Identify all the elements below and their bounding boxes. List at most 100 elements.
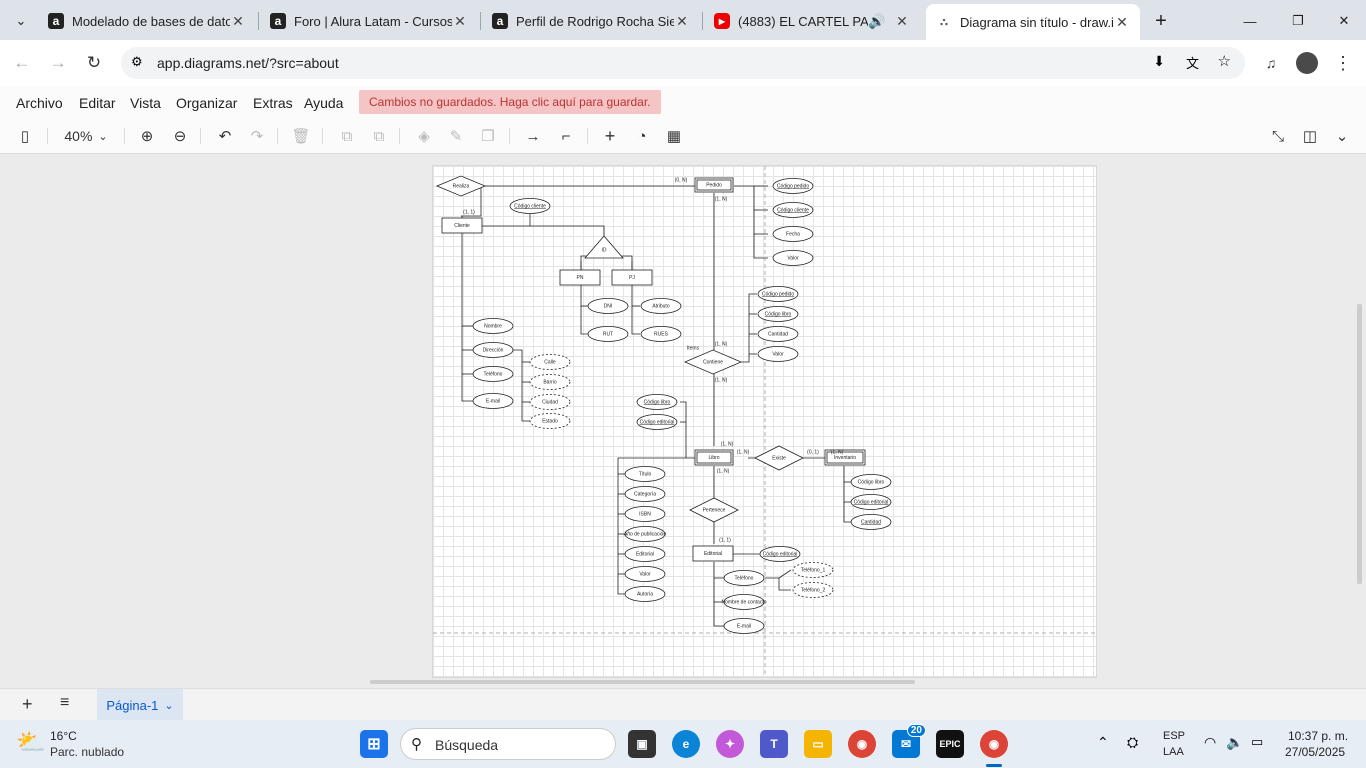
- attribute-ellipse[interactable]: [792, 582, 834, 598]
- attribute-ellipse[interactable]: [624, 466, 666, 482]
- language-indicator[interactable]: ESP: [1163, 730, 1186, 742]
- entity-box[interactable]: [824, 449, 866, 466]
- close-icon[interactable]: ✕: [454, 12, 466, 29]
- attribute-label[interactable]: Código pedido: [777, 183, 809, 189]
- restore-button[interactable]: ❐: [1292, 13, 1304, 28]
- cardinality-label[interactable]: (1, N): [831, 449, 844, 455]
- cardinality-label[interactable]: (1, N): [715, 377, 728, 383]
- menu-vista[interactable]: Vista: [130, 95, 161, 111]
- waypoints-icon[interactable]: ⌐: [561, 127, 571, 145]
- attribute-label[interactable]: Cantidad: [861, 519, 881, 525]
- attribute-label[interactable]: ISBN: [639, 511, 651, 517]
- shapes-icon[interactable]: ◔: [637, 127, 647, 145]
- attribute-ellipse[interactable]: [757, 326, 799, 342]
- media-control-icon[interactable]: ♫: [1265, 55, 1277, 71]
- attribute-label[interactable]: Cantidad: [768, 331, 788, 337]
- attribute-ellipse[interactable]: [624, 586, 666, 602]
- isa-triangle[interactable]: [584, 235, 624, 259]
- attribute-ellipse[interactable]: [772, 250, 814, 266]
- attribute-ellipse[interactable]: [472, 318, 514, 334]
- bookmark-star-icon[interactable]: ☆: [1217, 53, 1231, 70]
- chevron-down-icon[interactable]: ⌄: [164, 699, 174, 712]
- minimize-button[interactable]: —: [1243, 13, 1257, 29]
- new-tab-button[interactable]: +: [1155, 9, 1167, 32]
- attribute-label[interactable]: Año de publicación: [624, 531, 666, 537]
- page-list-icon[interactable]: ≡: [60, 694, 70, 711]
- entity-label[interactable]: PJ: [629, 275, 635, 281]
- attribute-label[interactable]: E-mail: [486, 398, 500, 404]
- collapse-icon[interactable]: ⌄: [1335, 128, 1349, 145]
- attribute-label[interactable]: Código libro: [644, 399, 671, 405]
- page-tab[interactable]: Página-1⌄: [97, 689, 183, 721]
- attribute-ellipse[interactable]: [640, 326, 682, 342]
- attribute-label[interactable]: Nombre: [484, 323, 502, 329]
- attribute-ellipse[interactable]: [723, 618, 765, 634]
- attribute-label[interactable]: Fecha: [786, 231, 800, 237]
- attribute-label[interactable]: Código libro: [765, 311, 792, 317]
- avatar[interactable]: [1296, 52, 1318, 74]
- attribute-label[interactable]: Teléfono_1: [801, 567, 826, 573]
- attribute-label[interactable]: Código cliente: [777, 207, 809, 213]
- chrome-icon[interactable]: ◉: [848, 730, 876, 758]
- clock-time[interactable]: 10:37 p. m.: [1288, 729, 1349, 743]
- wifi-icon[interactable]: ◠: [1204, 734, 1217, 750]
- to-back-icon[interactable]: ⧉: [373, 127, 385, 145]
- relationship-diamond[interactable]: [689, 497, 739, 523]
- forward-button[interactable]: →: [49, 53, 67, 72]
- format-panel-icon[interactable]: ◫: [1302, 128, 1318, 145]
- windows-start-icon[interactable]: ⊞: [360, 730, 388, 758]
- attribute-ellipse[interactable]: [624, 506, 666, 522]
- attribute-label[interactable]: Ciudad: [542, 399, 558, 405]
- add-page-icon[interactable]: +: [22, 694, 33, 714]
- attribute-ellipse[interactable]: [792, 562, 834, 578]
- task-view-icon[interactable]: ▣: [628, 730, 656, 758]
- entity-box[interactable]: [559, 269, 601, 286]
- address-bar[interactable]: ⚙ app.diagrams.net/?src=about ⬇ 文 ☆: [121, 47, 1245, 79]
- cardinality-label[interactable]: (0, 1): [807, 449, 819, 455]
- attribute-ellipse[interactable]: [636, 394, 678, 410]
- insert-icon[interactable]: +: [604, 125, 616, 146]
- diagram-label[interactable]: Items: [687, 345, 700, 351]
- undo-icon[interactable]: ↶: [218, 128, 232, 145]
- close-icon[interactable]: ✕: [1116, 13, 1128, 30]
- attribute-label[interactable]: RUT: [603, 331, 613, 337]
- attribute-ellipse[interactable]: [529, 374, 571, 390]
- attribute-ellipse[interactable]: [850, 514, 892, 530]
- attribute-ellipse[interactable]: [772, 202, 814, 218]
- menu-organizar[interactable]: Organizar: [176, 95, 238, 111]
- reload-button[interactable]: ↻: [86, 53, 102, 72]
- entity-box[interactable]: [692, 545, 734, 562]
- menu-extras[interactable]: Extras: [253, 95, 293, 111]
- entity-label[interactable]: Pedido: [706, 182, 722, 188]
- entity-label[interactable]: Editorial: [704, 551, 722, 557]
- attribute-label[interactable]: Valor: [639, 571, 651, 577]
- zoom-level[interactable]: 40%: [64, 128, 93, 144]
- cardinality-label[interactable]: (0, N): [675, 177, 688, 183]
- file-explorer-icon[interactable]: ▭: [804, 730, 832, 758]
- relationship-label[interactable]: Contiene: [703, 359, 723, 365]
- relationship-label[interactable]: Realiza: [453, 183, 470, 189]
- horizontal-scrollbar[interactable]: [370, 680, 915, 684]
- attribute-ellipse[interactable]: [529, 394, 571, 410]
- entity-box[interactable]: [694, 177, 734, 193]
- entity-box[interactable]: [694, 449, 734, 466]
- attribute-label[interactable]: Calle: [544, 359, 556, 365]
- install-app-icon[interactable]: ⬇: [1153, 53, 1165, 69]
- attribute-label[interactable]: RUES: [654, 331, 669, 337]
- cardinality-label[interactable]: (1, N): [715, 341, 728, 347]
- attribute-ellipse[interactable]: [587, 326, 629, 342]
- cardinality-label[interactable]: (1, 1): [463, 209, 475, 215]
- attribute-ellipse[interactable]: [772, 226, 814, 242]
- sidebar-toggle-icon[interactable]: ▯: [20, 128, 30, 145]
- menu-archivo[interactable]: Archivo: [16, 95, 63, 111]
- attribute-label[interactable]: Código editorial: [640, 419, 675, 425]
- browser-tab[interactable]: a Modelado de bases de datos ✕: [38, 6, 256, 36]
- attribute-ellipse[interactable]: [772, 178, 814, 194]
- relationship-label[interactable]: Pertenece: [703, 507, 726, 513]
- speaker-icon[interactable]: 🔊: [868, 12, 886, 29]
- attribute-ellipse[interactable]: [529, 354, 571, 370]
- zoom-out-icon[interactable]: ⊖: [173, 128, 187, 145]
- attribute-ellipse[interactable]: [509, 198, 551, 214]
